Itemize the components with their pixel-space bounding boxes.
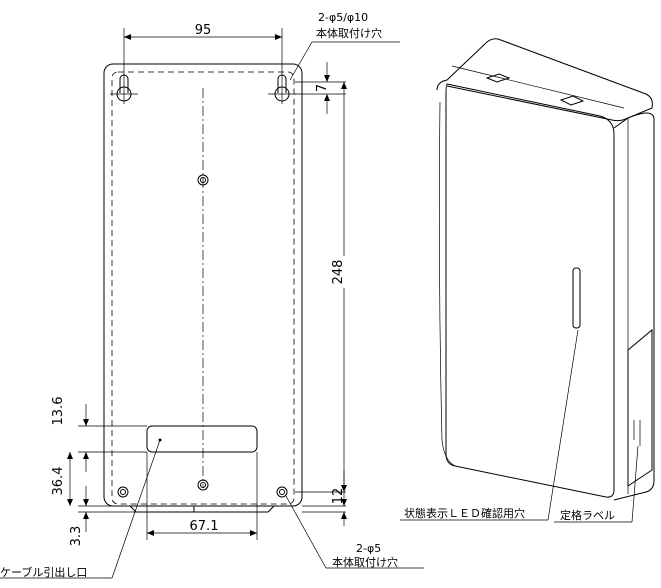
front-view: 95 2-φ5/φ10 本体取付け穴 7 248 12 13.6 [0, 11, 424, 579]
dim-cable-from-bottom-text: 36.4 [51, 467, 66, 496]
led-hole-label: 状態表示ＬＥＤ確認用穴 [404, 506, 525, 520]
top-right-keyhole [268, 72, 296, 104]
cable-exit-label: ケーブル引出し口 [0, 565, 87, 579]
dim-bottom-hole-text: 12 [331, 488, 346, 505]
bottom-holes-label-line1: 2-φ5 [356, 542, 381, 555]
iso-top-face [436, 38, 653, 122]
center-hole-lower [197, 479, 209, 491]
dim-cable-width-text: 67.1 [190, 519, 219, 534]
top-holes-label-line2: 本体取付け穴 [316, 26, 382, 40]
iso-view: 状態表示ＬＥＤ確認用穴 定格ラベル [400, 38, 655, 523]
iso-top-edge [451, 65, 625, 109]
rating-label-text: 定格ラベル [560, 508, 615, 522]
dim-height-text: 248 [331, 260, 346, 285]
top-holes-label-line1: 2-φ5/φ10 [318, 11, 368, 24]
dim-top-hole-text: 7 [315, 84, 330, 92]
center-hole-upper-inner [200, 177, 206, 183]
rating-label-area [627, 328, 653, 487]
center-hole-lower-inner [200, 482, 206, 488]
dim-bottom-offset-text: 3.3 [69, 526, 84, 547]
bottom-left-hole [117, 486, 129, 498]
body-inner-outline [111, 71, 295, 505]
dim-cable-height-text: 13.6 [51, 397, 66, 426]
bottom-right-hole [276, 486, 288, 498]
iso-front-inner [438, 101, 456, 467]
iso-right-face [613, 112, 655, 501]
led-window [572, 267, 581, 329]
cable-exit [146, 425, 258, 453]
iso-top-tab-2 [559, 95, 585, 106]
iso-front-face [445, 83, 615, 498]
bottom-foot [129, 505, 275, 513]
dim-width-text: 95 [195, 23, 212, 38]
top-left-keyhole [110, 72, 138, 104]
center-hole-upper [197, 174, 209, 186]
body-outline [103, 63, 303, 507]
iso-top-tab-1 [485, 73, 511, 83]
bottom-holes-label-line2: 本体取付け穴 [332, 555, 398, 569]
